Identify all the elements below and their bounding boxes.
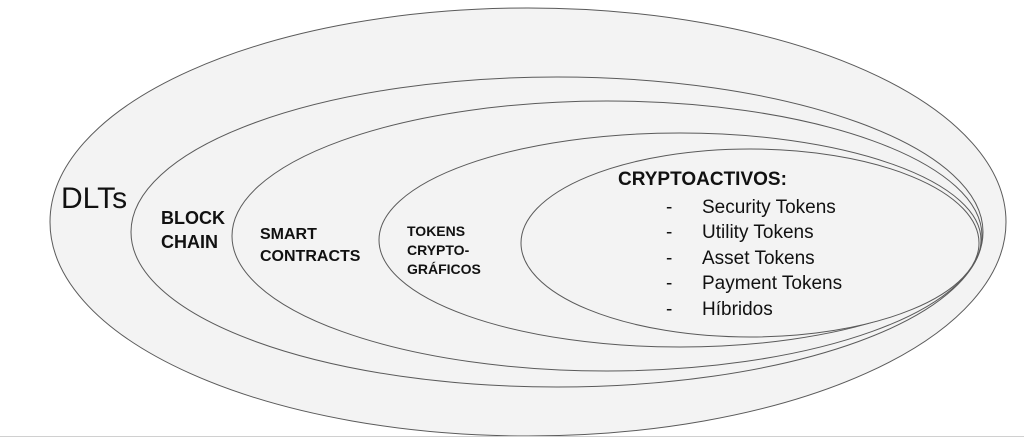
- label-blockchain: BLOCK CHAIN: [161, 206, 225, 254]
- list-bullet: -: [666, 222, 673, 244]
- label-dlts: DLTs: [61, 182, 127, 216]
- list-item: - Híbridos: [666, 297, 842, 323]
- label-blockchain-line-1: BLOCK: [161, 208, 225, 228]
- label-smart-contracts: SMART CONTRACTS: [260, 224, 360, 268]
- list-bullet: -: [666, 247, 673, 269]
- list-item-label: Security Tokens: [702, 196, 836, 218]
- label-tokens-line-3: GRÁFICOS: [407, 261, 481, 277]
- list-item-label: Utility Tokens: [702, 222, 814, 244]
- list-item: - Asset Tokens: [666, 246, 842, 272]
- label-blockchain-line-2: CHAIN: [161, 232, 218, 252]
- label-smart-contracts-line-1: SMART: [260, 226, 317, 243]
- list-item-label: Híbridos: [702, 298, 773, 320]
- label-dlts-line: DLTs: [61, 182, 128, 215]
- list-bullet: -: [666, 273, 673, 295]
- list-item: - Utility Tokens: [666, 221, 842, 247]
- list-bullet: -: [666, 196, 673, 218]
- label-tokens-line-1: TOKENS: [407, 223, 466, 239]
- label-smart-contracts-line-2: CONTRACTS: [260, 248, 361, 265]
- label-tokens-line-2: CRYPTO-: [407, 242, 470, 258]
- bottom-divider: [0, 436, 1024, 437]
- list-item: - Security Tokens: [666, 195, 842, 221]
- cryptoactivos-list: - Security Tokens - Utility Tokens - Ass…: [666, 195, 842, 323]
- list-bullet: -: [666, 298, 673, 320]
- label-tokens-cryptograficos: TOKENS CRYPTO- GRÁFICOS: [407, 222, 481, 279]
- list-item-label: Asset Tokens: [702, 247, 815, 269]
- list-item: - Payment Tokens: [666, 272, 842, 298]
- ellipse-cryptoactivos: [520, 148, 980, 338]
- list-item-label: Payment Tokens: [702, 273, 843, 295]
- cryptoactivos-title: CRYPTOACTIVOS:: [618, 169, 787, 190]
